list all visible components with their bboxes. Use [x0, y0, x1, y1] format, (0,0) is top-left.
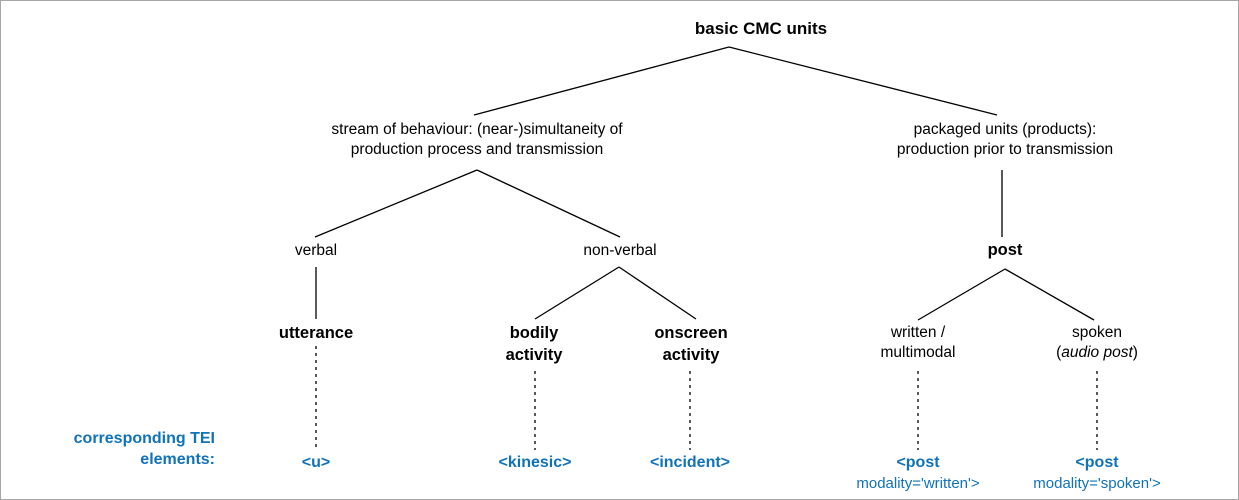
- node-root: basic CMC units: [694, 19, 828, 38]
- node-onscreen-activity: onscreen activity: [654, 324, 728, 364]
- edge-nonverbal-to-onscreen: [618, 266, 697, 320]
- tei-post-written-attr: modality='written'>: [856, 474, 980, 492]
- tei-element-incident: <incident>: [649, 454, 731, 471]
- node-audio-post-label: (audio post): [1056, 343, 1138, 363]
- tei-post-spoken-attr: modality='spoken'>: [1033, 474, 1161, 492]
- node-verbal: verbal: [294, 242, 338, 259]
- edge-post-to-spoken: [1004, 268, 1095, 321]
- edge-nonverbal-to-bodily: [534, 266, 620, 320]
- paren-close: ): [1132, 344, 1138, 362]
- node-spoken-audio-post: spoken (audio post): [1056, 323, 1138, 364]
- paren-open: (: [1056, 344, 1062, 362]
- tei-element-post-written: <post modality='written'>: [856, 453, 979, 493]
- node-written-multimodal: written / multimodal: [880, 324, 956, 362]
- audio-post-italic: audio post: [1061, 344, 1133, 362]
- tei-element-post-spoken: <post modality='spoken'>: [1033, 453, 1160, 493]
- tei-post-written-tag: <post: [896, 454, 940, 471]
- tei-post-spoken-tag: <post: [1075, 454, 1119, 471]
- edge-root-to-stream: [473, 46, 730, 116]
- edge-root-to-packaged: [728, 46, 998, 116]
- edge-stream-to-verbal: [314, 169, 478, 238]
- node-bodily-activity: bodily activity: [505, 324, 563, 364]
- node-post: post: [987, 241, 1023, 259]
- node-non-verbal: non-verbal: [583, 242, 657, 259]
- tei-element-u: <u>: [301, 454, 331, 471]
- tei-legend-label: corresponding TEI elements:: [73, 430, 215, 468]
- node-utterance: utterance: [278, 324, 354, 342]
- edge-post-to-written: [917, 268, 1006, 321]
- tei-element-kinesic: <kinesic>: [498, 454, 572, 471]
- edge-stream-to-nonverbal: [476, 169, 621, 238]
- node-spoken-label: spoken: [1072, 324, 1122, 341]
- node-packaged-units: packaged units (products): production pr…: [896, 121, 1114, 159]
- node-stream-of-behaviour: stream of behaviour: (near-)simultaneity…: [331, 121, 623, 159]
